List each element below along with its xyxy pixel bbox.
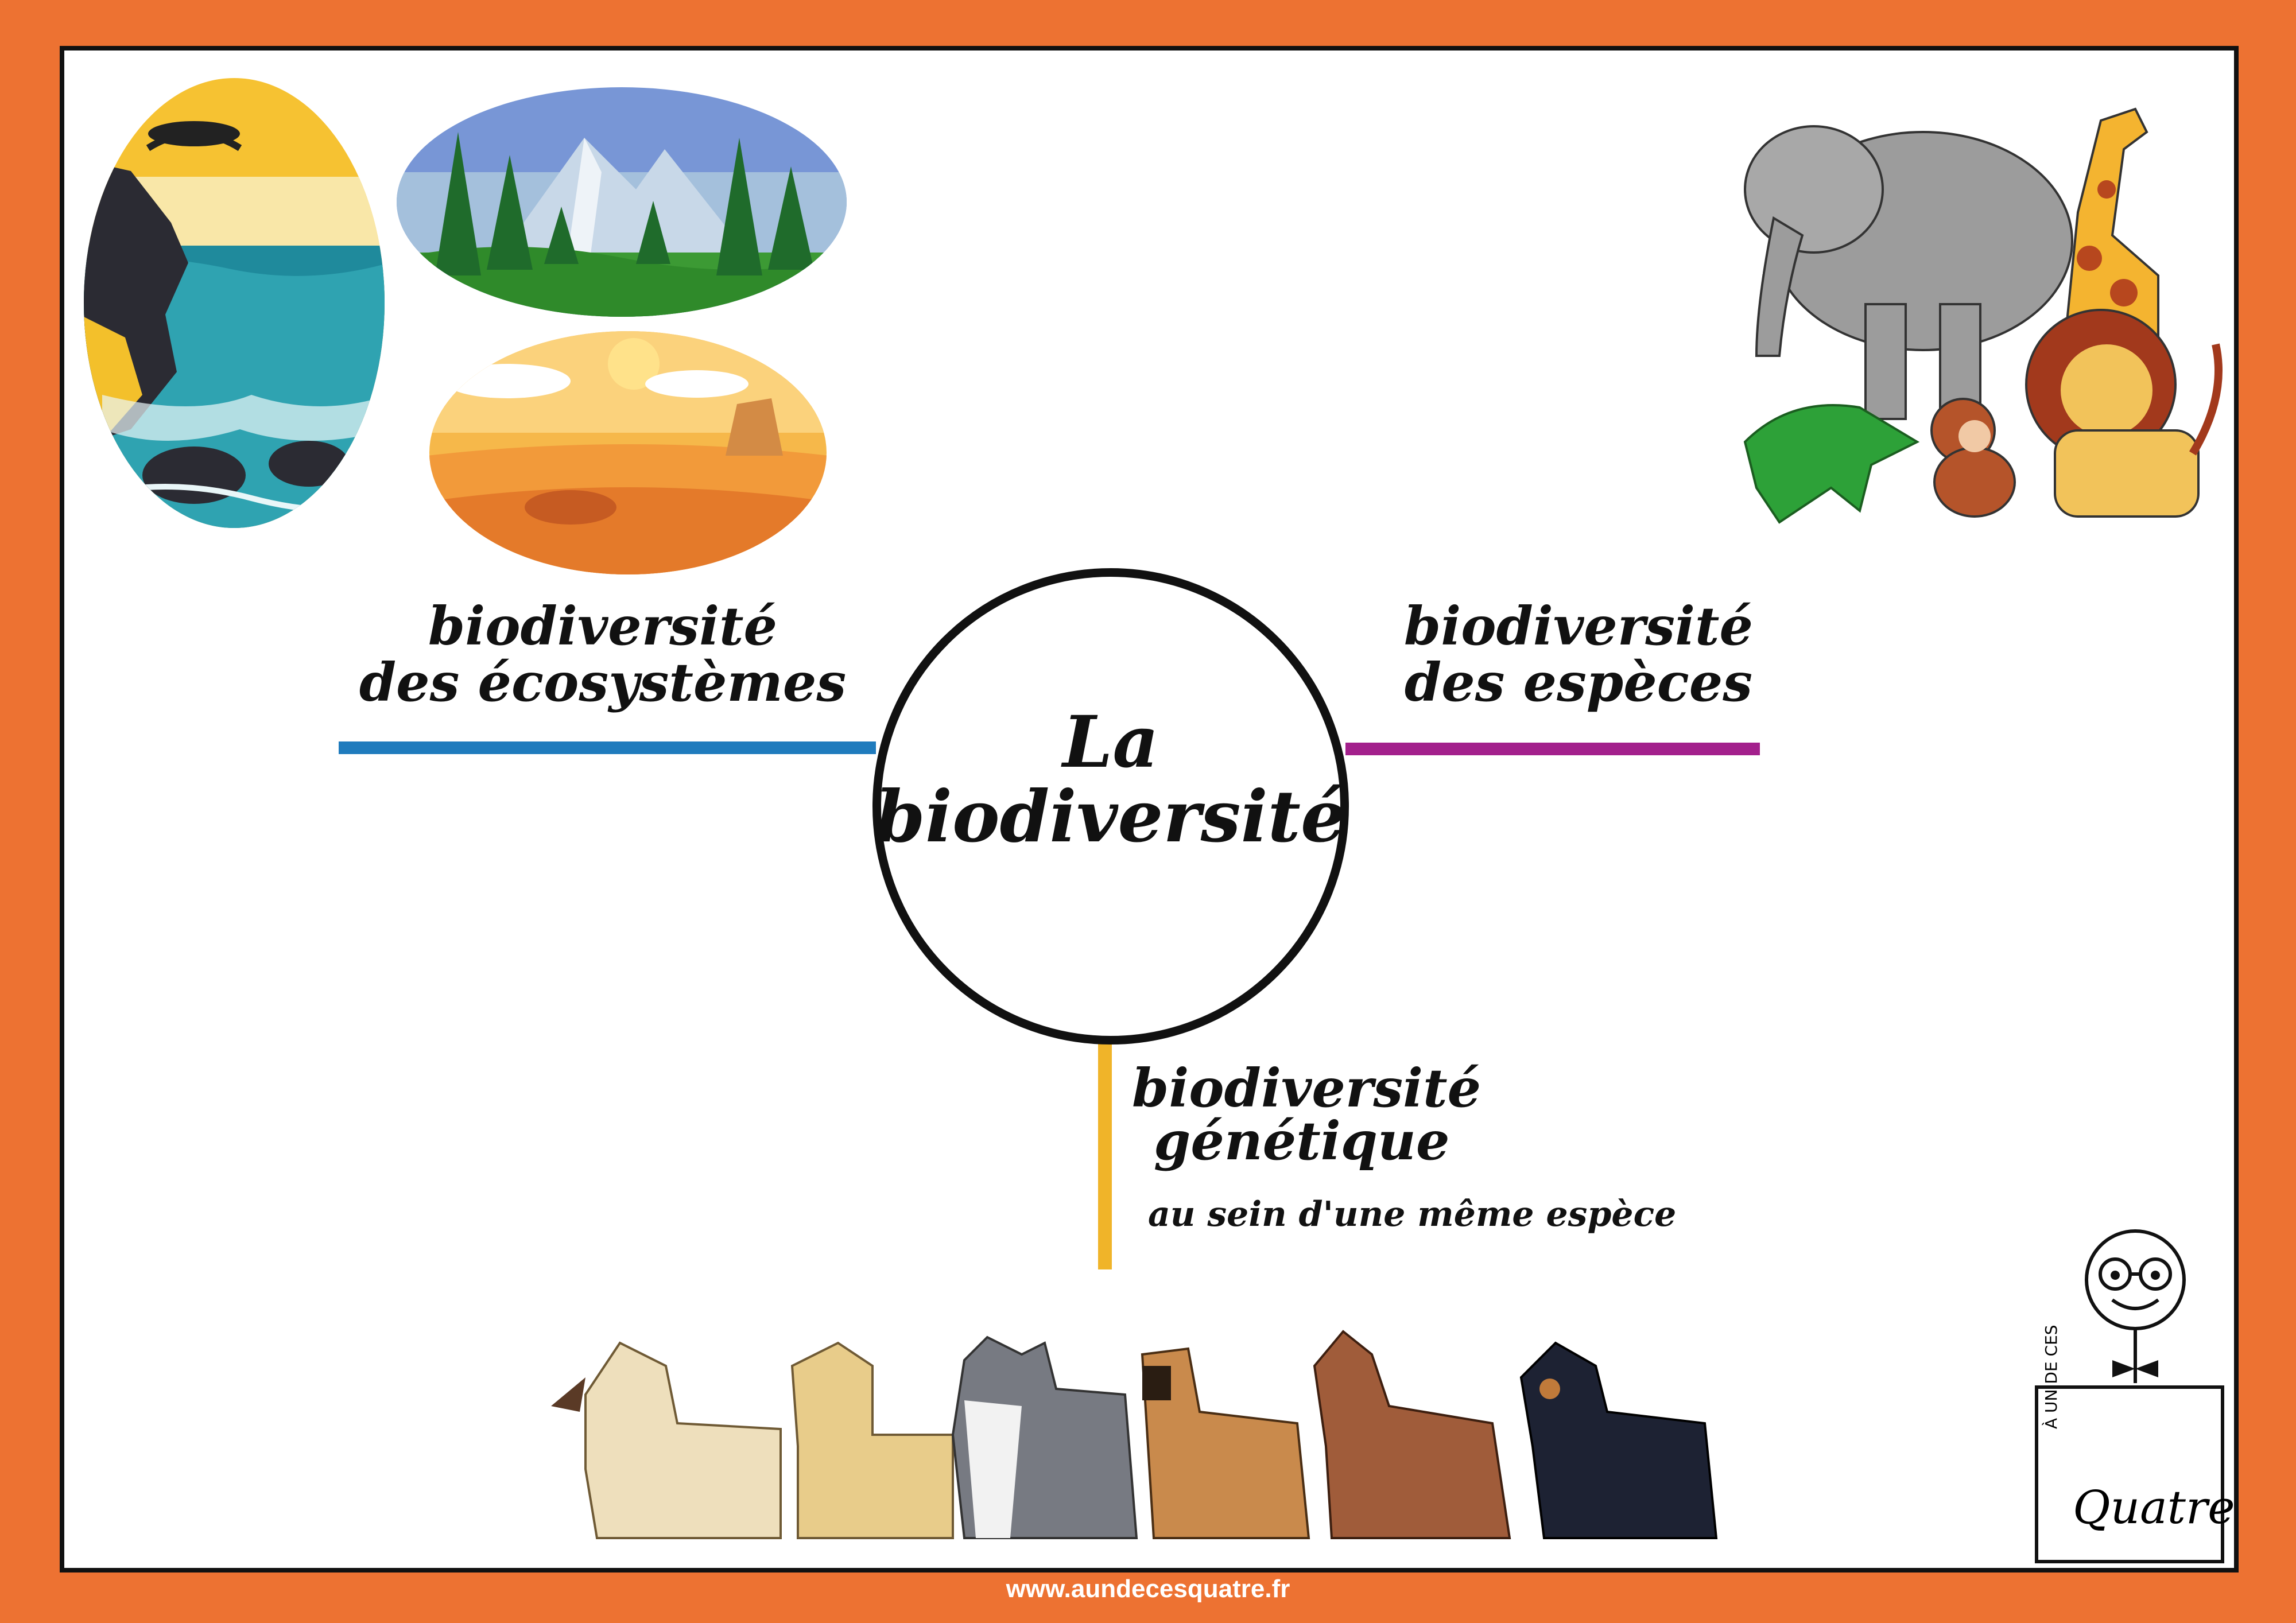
logo-box: À UN DE CES Quatre <box>2035 1325 2235 1563</box>
mascot-illustration <box>2085 1229 2186 1383</box>
ecosystems-label: biodiversité des écosystèmes <box>339 600 867 709</box>
doberman-illustration <box>1313 1330 1511 1539</box>
afghan-hound-illustration <box>551 1341 782 1539</box>
husky-illustration <box>951 1335 1138 1539</box>
crocodile-illustration <box>1743 404 1920 524</box>
monkey-illustration <box>1930 398 2016 518</box>
footer-url[interactable]: www.aundecesquatre.fr <box>1006 1575 1290 1603</box>
ecosystems-label-line2: des écosystèmes <box>359 651 847 713</box>
genetic-bar <box>1098 1041 1112 1269</box>
coast-scene-illustration <box>84 78 385 528</box>
desert-scene-illustration <box>429 331 827 574</box>
logo-main-text: Quatre <box>2073 1481 2235 1534</box>
genetic-label-line2: génétique <box>1154 1110 1450 1172</box>
center-title-line1: La <box>1062 701 1159 784</box>
elephant-illustration <box>1718 125 2073 420</box>
logo-top-text: À UN DE CES <box>2042 1325 2061 1429</box>
boxer-illustration <box>1141 1347 1310 1539</box>
labrador-illustration <box>790 1341 954 1539</box>
center-title-line2: biodiversité <box>875 775 1346 859</box>
ecosystems-bar <box>339 741 876 754</box>
mountain-forest-scene-illustration <box>397 87 847 317</box>
species-bar <box>1345 743 1760 755</box>
dogs-illustration <box>551 1330 1718 1539</box>
rottweiler-illustration <box>1519 1341 1718 1539</box>
lion-illustration <box>2025 309 2223 518</box>
species-label-line2: des espèces <box>1404 651 1753 713</box>
species-label: biodiversité des espèces <box>1366 600 1791 709</box>
animals-illustration <box>1718 107 2223 524</box>
genetic-subtitle: au sein d'une même espèce <box>1148 1194 1677 1234</box>
species-label-line1: biodiversité <box>1403 595 1754 657</box>
genetic-label-line1: biodiversité <box>1132 1057 1481 1119</box>
ecosystems-label-line1: biodiversité <box>428 595 778 657</box>
